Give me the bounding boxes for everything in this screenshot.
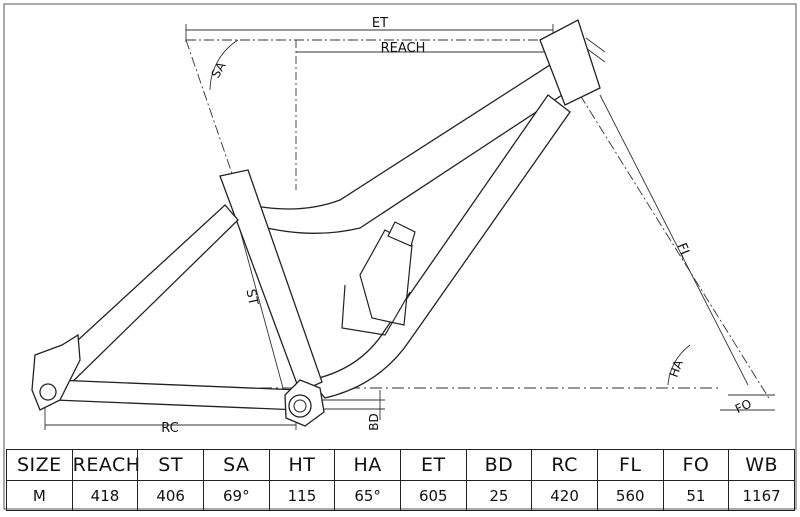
bottle-cage xyxy=(341,284,411,336)
ht-tick-b xyxy=(585,37,606,53)
et-label: ET xyxy=(372,16,388,31)
bd-label: BD xyxy=(367,413,381,430)
frame-outline xyxy=(31,19,601,427)
head-tube xyxy=(539,19,601,106)
cell-wb: 1167 xyxy=(728,480,795,511)
cell-rc: 420 xyxy=(531,480,598,511)
geometry-spec-table: SIZE REACH ST SA HT HA ET BD RC FL FO WB… xyxy=(6,449,795,511)
table-header-row: SIZE REACH ST SA HT HA ET BD RC FL FO WB xyxy=(6,449,795,481)
ht-tick-a xyxy=(585,47,606,63)
cell-ha: 65° xyxy=(334,480,401,511)
seat-tube xyxy=(219,169,323,393)
head-axis-line xyxy=(579,94,771,401)
cell-size: M xyxy=(6,480,73,511)
reach-label: REACH xyxy=(381,41,426,56)
sa-arc xyxy=(209,39,239,91)
cell-ht: 115 xyxy=(268,480,336,511)
fl-dim-line xyxy=(599,94,749,386)
bb-inner xyxy=(293,399,307,413)
cell-et: 605 xyxy=(399,480,467,511)
dimension-lines xyxy=(40,24,775,430)
ha-label: HA xyxy=(667,357,686,379)
header-ha: HA xyxy=(334,449,401,481)
header-wb: WB xyxy=(728,449,795,481)
seat-axis-line xyxy=(185,39,311,401)
rear-axle xyxy=(39,383,57,401)
down-tube xyxy=(308,94,571,399)
cell-sa: 69° xyxy=(202,480,270,511)
cell-fo: 51 xyxy=(662,480,730,511)
water-bottle xyxy=(341,221,416,336)
header-fo: FO xyxy=(662,449,730,481)
cell-bd: 25 xyxy=(465,480,533,511)
header-reach: REACH xyxy=(71,449,140,481)
header-size: SIZE xyxy=(6,449,73,481)
header-rc: RC xyxy=(531,449,598,481)
header-st: ST xyxy=(137,449,204,481)
header-et: ET xyxy=(399,449,467,481)
fo-label: FO xyxy=(733,397,754,417)
ha-arc xyxy=(667,344,691,386)
top-tube xyxy=(249,64,563,234)
header-bd: BD xyxy=(465,449,533,481)
bottle-cap xyxy=(387,221,416,247)
fl-label: FL xyxy=(674,241,694,261)
bottle-body xyxy=(359,229,413,326)
rc-label: RC xyxy=(161,421,178,436)
header-sa: SA xyxy=(202,449,270,481)
st-label: ST xyxy=(242,288,260,307)
header-ht: HT xyxy=(268,449,336,481)
cell-reach: 418 xyxy=(71,480,139,511)
cell-fl: 560 xyxy=(596,480,664,511)
chain-stay xyxy=(54,379,301,411)
table-row: M 418 406 69° 115 65° 605 25 420 560 51 … xyxy=(6,480,795,511)
cell-st: 406 xyxy=(137,480,204,511)
header-fl: FL xyxy=(596,449,664,481)
